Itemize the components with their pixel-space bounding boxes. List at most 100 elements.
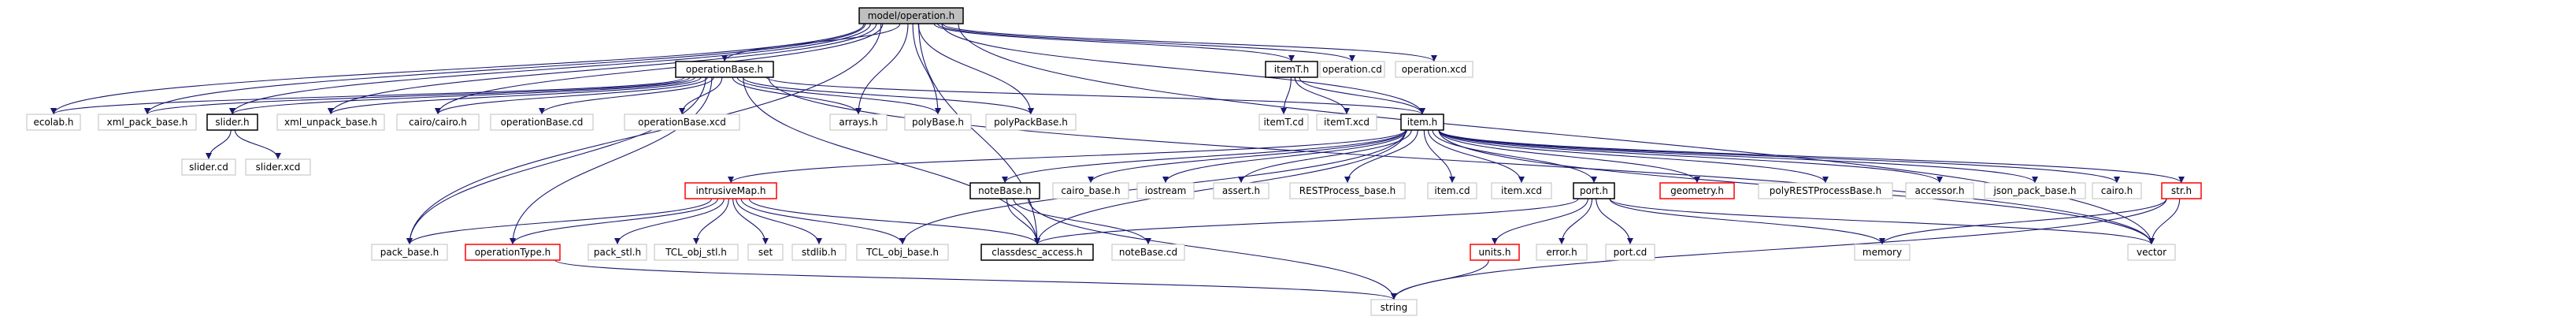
node-label: operation.xcd (1402, 64, 1467, 75)
node-itemT-h[interactable]: itemT.h (1265, 61, 1318, 78)
edge-40 (1238, 129, 1412, 184)
node-geometry-h[interactable]: geometry.h (1659, 182, 1735, 199)
node-xml-unpack-base-h[interactable]: xml_unpack_base.h (276, 114, 385, 131)
edge-58 (732, 198, 769, 245)
node-units-h[interactable]: units.h (1470, 244, 1520, 261)
node-box (747, 244, 784, 261)
node-assert-h[interactable]: assert.h (1213, 182, 1269, 199)
edge-67 (1559, 198, 1593, 245)
node-json-pack-base-h[interactable]: json_pack_base.h (1984, 182, 2086, 199)
node-polyRESTProcessBase-h[interactable]: polyRESTProcessBase.h (1758, 182, 1893, 199)
node-box (624, 114, 740, 131)
node-item-cd[interactable]: item.cd (1427, 182, 1477, 199)
node-noteBase-cd[interactable]: noteBase.cd (1111, 244, 1185, 261)
node-box (1213, 182, 1269, 199)
node-box (1258, 114, 1309, 131)
node-box (1136, 182, 1195, 199)
edge-41 (1344, 129, 1418, 184)
node-box (371, 244, 448, 261)
node-box (985, 114, 1077, 131)
node-box (856, 244, 949, 261)
node-noteBase-h[interactable]: noteBase.h (969, 182, 1040, 199)
node-string[interactable]: string (1370, 299, 1418, 316)
node-pack-stl-h[interactable]: pack_stl.h (587, 244, 647, 261)
edge-0 (50, 23, 865, 115)
node-cairo-cairo-h[interactable]: cairo/cairo.h (396, 114, 480, 131)
node-RESTProcess-base-h[interactable]: RESTProcess_base.h (1289, 182, 1406, 199)
edge-64 (1028, 198, 1397, 300)
edge-49 (1438, 129, 2120, 184)
node-port-cd[interactable]: port.cd (1605, 244, 1655, 261)
edge-38 (1088, 129, 1407, 184)
edge-37 (1002, 129, 1407, 184)
edge-5 (721, 23, 901, 62)
node-operation-cd[interactable]: operation.cd (1319, 61, 1385, 78)
node-pack-base-h[interactable]: pack_base.h (371, 244, 448, 261)
edge-7 (912, 23, 941, 115)
edge-10 (933, 23, 1295, 62)
node-iostream[interactable]: iostream (1136, 182, 1195, 199)
node-operation-xcd[interactable]: operation.xcd (1395, 61, 1473, 78)
node-error-h[interactable]: error.h (1536, 244, 1588, 261)
node-stdlib-h[interactable]: stdlib.h (791, 244, 847, 261)
node-set[interactable]: set (747, 244, 784, 261)
node-TCL-obj-stl-h[interactable]: TCL_obj_stl.h (654, 244, 739, 261)
edge-12 (942, 23, 1437, 62)
node-item-h[interactable]: item.h (1400, 114, 1444, 131)
node-itemT-xcd[interactable]: itemT.xcd (1316, 114, 1377, 131)
edge-27 (510, 76, 713, 245)
node-slider-xcd[interactable]: slider.xcd (245, 158, 311, 176)
node-box (791, 244, 847, 261)
edge-36 (728, 129, 1407, 184)
node-operationBase-h[interactable]: operationBase.h (675, 61, 774, 78)
edge-63 (1013, 198, 1151, 245)
node-arrays-h[interactable]: arrays.h (829, 114, 888, 131)
node-label: str.h (2171, 185, 2192, 196)
node-TCL-obj-base-h[interactable]: TCL_obj_base.h (856, 244, 949, 261)
node-label: item.cd (1434, 185, 1470, 196)
node-box (1470, 244, 1520, 261)
node-memory[interactable]: memory (1854, 244, 1911, 261)
node-label: itemT.cd (1263, 117, 1303, 128)
node-xml-pack-base-h[interactable]: xml_pack_base.h (98, 114, 197, 131)
node-polyPackBase-h[interactable]: polyPackBase.h (985, 114, 1077, 131)
edge-45 (1438, 129, 1700, 184)
node-polyBase-h[interactable]: polyBase.h (904, 114, 972, 131)
node-classdesc-access-h[interactable]: classdesc_access.h (980, 244, 1094, 261)
node-str-h[interactable]: str.h (2161, 182, 2202, 199)
edge-31 (1299, 76, 1425, 115)
node-label: polyBase.h (912, 117, 964, 128)
node-operation-h[interactable]: model/operation.h (858, 7, 964, 24)
node-label: operationBase.h (686, 64, 763, 75)
node-item-xcd[interactable]: item.xcd (1491, 182, 1552, 199)
node-slider-h[interactable]: slider.h (206, 114, 258, 131)
node-ecolab-h[interactable]: ecolab.h (26, 114, 81, 131)
node-operationType-h[interactable]: operationType.h (465, 244, 561, 261)
node-label: pack_stl.h (594, 247, 641, 258)
node-label: memory (1863, 247, 1902, 258)
node-label: arrays.h (839, 117, 877, 128)
edge-21 (539, 76, 714, 115)
node-itemT-cd[interactable]: itemT.cd (1258, 114, 1309, 131)
node-cairo-h[interactable]: cairo.h (2092, 182, 2142, 199)
edge-73 (2148, 198, 2181, 245)
node-cairo-base-h[interactable]: cairo_base.h (1052, 182, 1129, 199)
edge-25 (742, 76, 1034, 115)
node-operationBase-xcd[interactable]: operationBase.xcd (624, 114, 740, 131)
node-box (465, 244, 561, 261)
node-box (1491, 182, 1552, 199)
node-vector[interactable]: vector (2127, 244, 2176, 261)
node-box (1659, 182, 1735, 199)
node-box (181, 158, 236, 176)
edge-47 (1438, 129, 1943, 184)
node-accessor-h[interactable]: accessor.h (1905, 182, 1974, 199)
edge-15 (958, 23, 2155, 245)
node-label: TCL_obj_stl.h (665, 247, 727, 258)
edge-13 (918, 23, 1040, 245)
node-slider-cd[interactable]: slider.cd (181, 158, 236, 176)
node-box (1758, 182, 1893, 199)
node-intrusiveMap-h[interactable]: intrusiveMap.h (684, 182, 777, 199)
node-port-h[interactable]: port.h (1573, 182, 1615, 199)
node-label: TCL_obj_base.h (865, 247, 939, 258)
node-operationBase-cd[interactable]: operationBase.cd (490, 114, 594, 131)
